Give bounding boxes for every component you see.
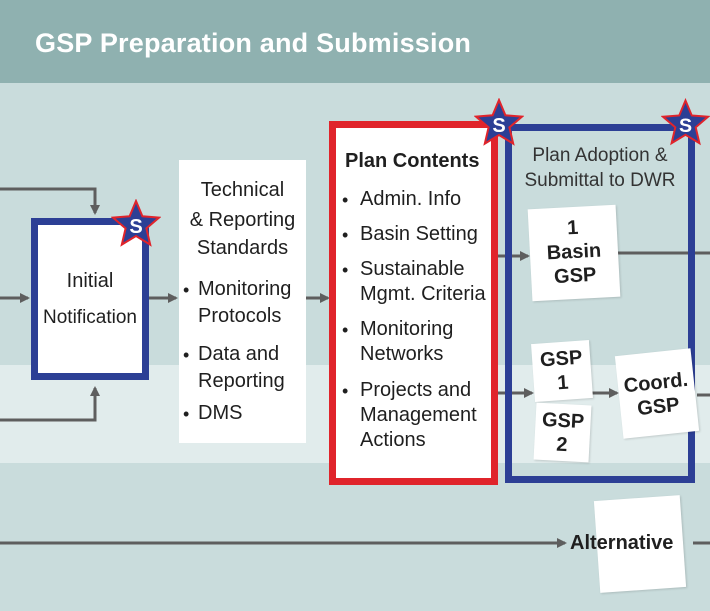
basin-gsp-line2: Basin (546, 239, 602, 265)
bullet: • (183, 404, 190, 424)
bullet: • (342, 320, 349, 340)
plan-item-3-line2: Mgmt. Criteria (360, 283, 486, 305)
plan-item-1: Admin. Info (360, 188, 462, 210)
plan-item-5-line3: Actions (360, 429, 426, 451)
plan-item-3-line1: Sustainable (360, 258, 465, 280)
gsp2-card: GSP 2 (533, 402, 592, 463)
standards-item-2-line1: Data and (198, 343, 280, 365)
bullet: • (342, 225, 349, 245)
standards-title-3: Standards (196, 237, 289, 259)
plan-adoption-title-2: Submittal to DWR (524, 170, 676, 191)
page-title: GSP Preparation and Submission (35, 28, 472, 58)
header-bar: GSP Preparation and Submission (0, 0, 710, 83)
basin-gsp-line1: 1 (566, 216, 579, 240)
bullet: • (183, 280, 190, 300)
bullet: • (342, 381, 349, 401)
standards-item-1-line2: Protocols (198, 305, 282, 327)
initial-label-line2: Notification (43, 307, 137, 328)
standards-title-1: Technical (200, 179, 285, 201)
initial-label-line1: Initial (66, 270, 114, 292)
plan-item-2: Basin Setting (360, 223, 478, 245)
standards-title-2: & Reporting (189, 209, 296, 231)
plan-item-4-line2: Networks (360, 343, 444, 365)
plan-item-5-line2: Management (360, 404, 477, 426)
plan-contents-title: Plan Contents (345, 150, 480, 172)
star-plan-contents-icon: S (474, 98, 524, 146)
star-plan-contents-label: S (492, 115, 505, 137)
standards-card: Technical & Reporting Standards • Monito… (179, 160, 306, 443)
bullet: • (342, 190, 349, 210)
plan-adoption-box: Plan Adoption & Submittal to DWR (505, 124, 695, 483)
star-plan-adoption-icon: S (661, 98, 710, 146)
basin-gsp-card: 1 Basin GSP (527, 204, 621, 302)
plan-item-4-line1: Monitoring (360, 318, 454, 340)
bullet: • (342, 260, 349, 280)
basin-gsp-line3: GSP (553, 263, 597, 289)
arrow-bottom-feed (0, 386, 100, 422)
standards-item-2-line2: Reporting (198, 370, 285, 392)
gsp2-line2: 2 (555, 433, 568, 457)
star-initial-icon: S (111, 199, 161, 247)
star-plan-adoption-label: S (679, 115, 692, 137)
coord-gsp-card: Coord. GSP (614, 348, 700, 439)
gsp1-line2: 1 (556, 371, 570, 395)
initial-notification-box: Initial Notification (31, 218, 149, 380)
plan-adoption-title-1: Plan Adoption & (532, 145, 668, 166)
plan-contents-box: Plan Contents • Admin. Info • Basin Sett… (329, 121, 498, 485)
standards-item-1-line1: Monitoring (198, 278, 292, 300)
band-bottom (0, 463, 710, 611)
plan-item-5-line1: Projects and (360, 379, 472, 401)
gsp1-card: GSP 1 (531, 340, 593, 402)
bullet: • (183, 345, 190, 365)
standards-item-3: DMS (198, 402, 243, 424)
arrow-top-feed (0, 187, 100, 215)
alternative-label: Alternative (570, 532, 674, 554)
gsp2-line1: GSP (541, 408, 585, 434)
gsp1-line1: GSP (539, 346, 584, 372)
star-initial-label: S (129, 216, 142, 238)
